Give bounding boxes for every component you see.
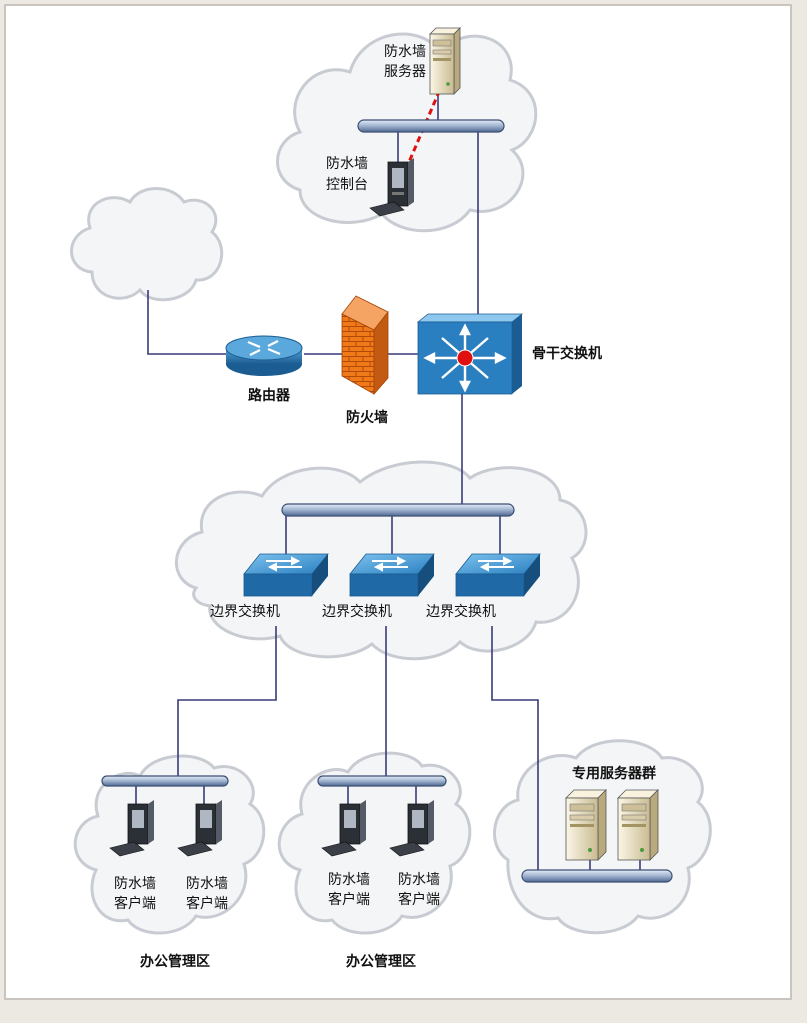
client-label-4-line1: 防水墙 — [398, 872, 440, 888]
workgroup-switch-icon — [349, 553, 435, 597]
desktop-pc-icon — [369, 158, 414, 217]
desktop-pc-icon — [389, 800, 434, 857]
firewall-label: 防火墙 — [346, 409, 388, 426]
office-bus-2 — [317, 775, 447, 787]
office-zone-label-1: 办公管理区 — [140, 953, 210, 970]
tower-server-icon — [565, 789, 607, 861]
firewall-brick-icon — [341, 295, 389, 396]
cloud-internet — [70, 187, 224, 302]
link-switch3-servers — [491, 626, 539, 876]
fw-console-label-line1: 防水墙 — [326, 156, 368, 172]
link-switch1-office1 — [177, 626, 277, 780]
cloud-office-zone-1 — [73, 754, 266, 935]
office-zone-label-2: 办公管理区 — [346, 953, 416, 970]
desktop-pc-icon — [109, 800, 154, 857]
workgroup-switch-icon — [243, 553, 329, 597]
client-label-2-line1: 防水墙 — [186, 876, 228, 892]
tower-server-icon — [617, 789, 659, 861]
core-switch-icon — [416, 313, 524, 395]
edge-switch-label-3: 边界交换机 — [426, 603, 496, 620]
desktop-pc-icon — [321, 800, 366, 857]
client-label-4-line2: 客户端 — [398, 891, 440, 908]
edge-bus — [281, 503, 515, 517]
fw-server-label-line1: 防水墙 — [384, 44, 426, 60]
client-label-3-line1: 防水墙 — [328, 872, 370, 888]
server-bus — [521, 869, 673, 883]
edge-switch-label-1: 边界交换机 — [210, 603, 280, 620]
core-switch-red-indicator — [456, 349, 474, 367]
desktop-pc-icon — [177, 800, 222, 857]
router-label: 路由器 — [248, 387, 291, 404]
fw-server-label-line2: 服务器 — [384, 64, 426, 80]
client-label-1-line2: 客户端 — [114, 895, 156, 912]
router-icon — [225, 335, 303, 376]
link-internet-router — [147, 290, 226, 355]
tower-server-icon — [429, 27, 461, 95]
client-label-1-line1: 防水墙 — [114, 876, 156, 892]
workgroup-switch-icon — [455, 553, 541, 597]
office-bus-1 — [101, 775, 229, 787]
core-switch-label: 骨干交换机 — [532, 345, 602, 362]
edge-switch-label-2: 边界交换机 — [322, 603, 392, 620]
server-cluster-label: 专用服务器群 — [572, 765, 656, 782]
top-bus — [357, 119, 505, 133]
cloud-office-zone-2 — [277, 751, 472, 935]
fw-console-label-line2: 控制台 — [326, 177, 368, 193]
client-label-3-line2: 客户端 — [328, 891, 370, 908]
client-label-2-line2: 客户端 — [186, 895, 228, 912]
